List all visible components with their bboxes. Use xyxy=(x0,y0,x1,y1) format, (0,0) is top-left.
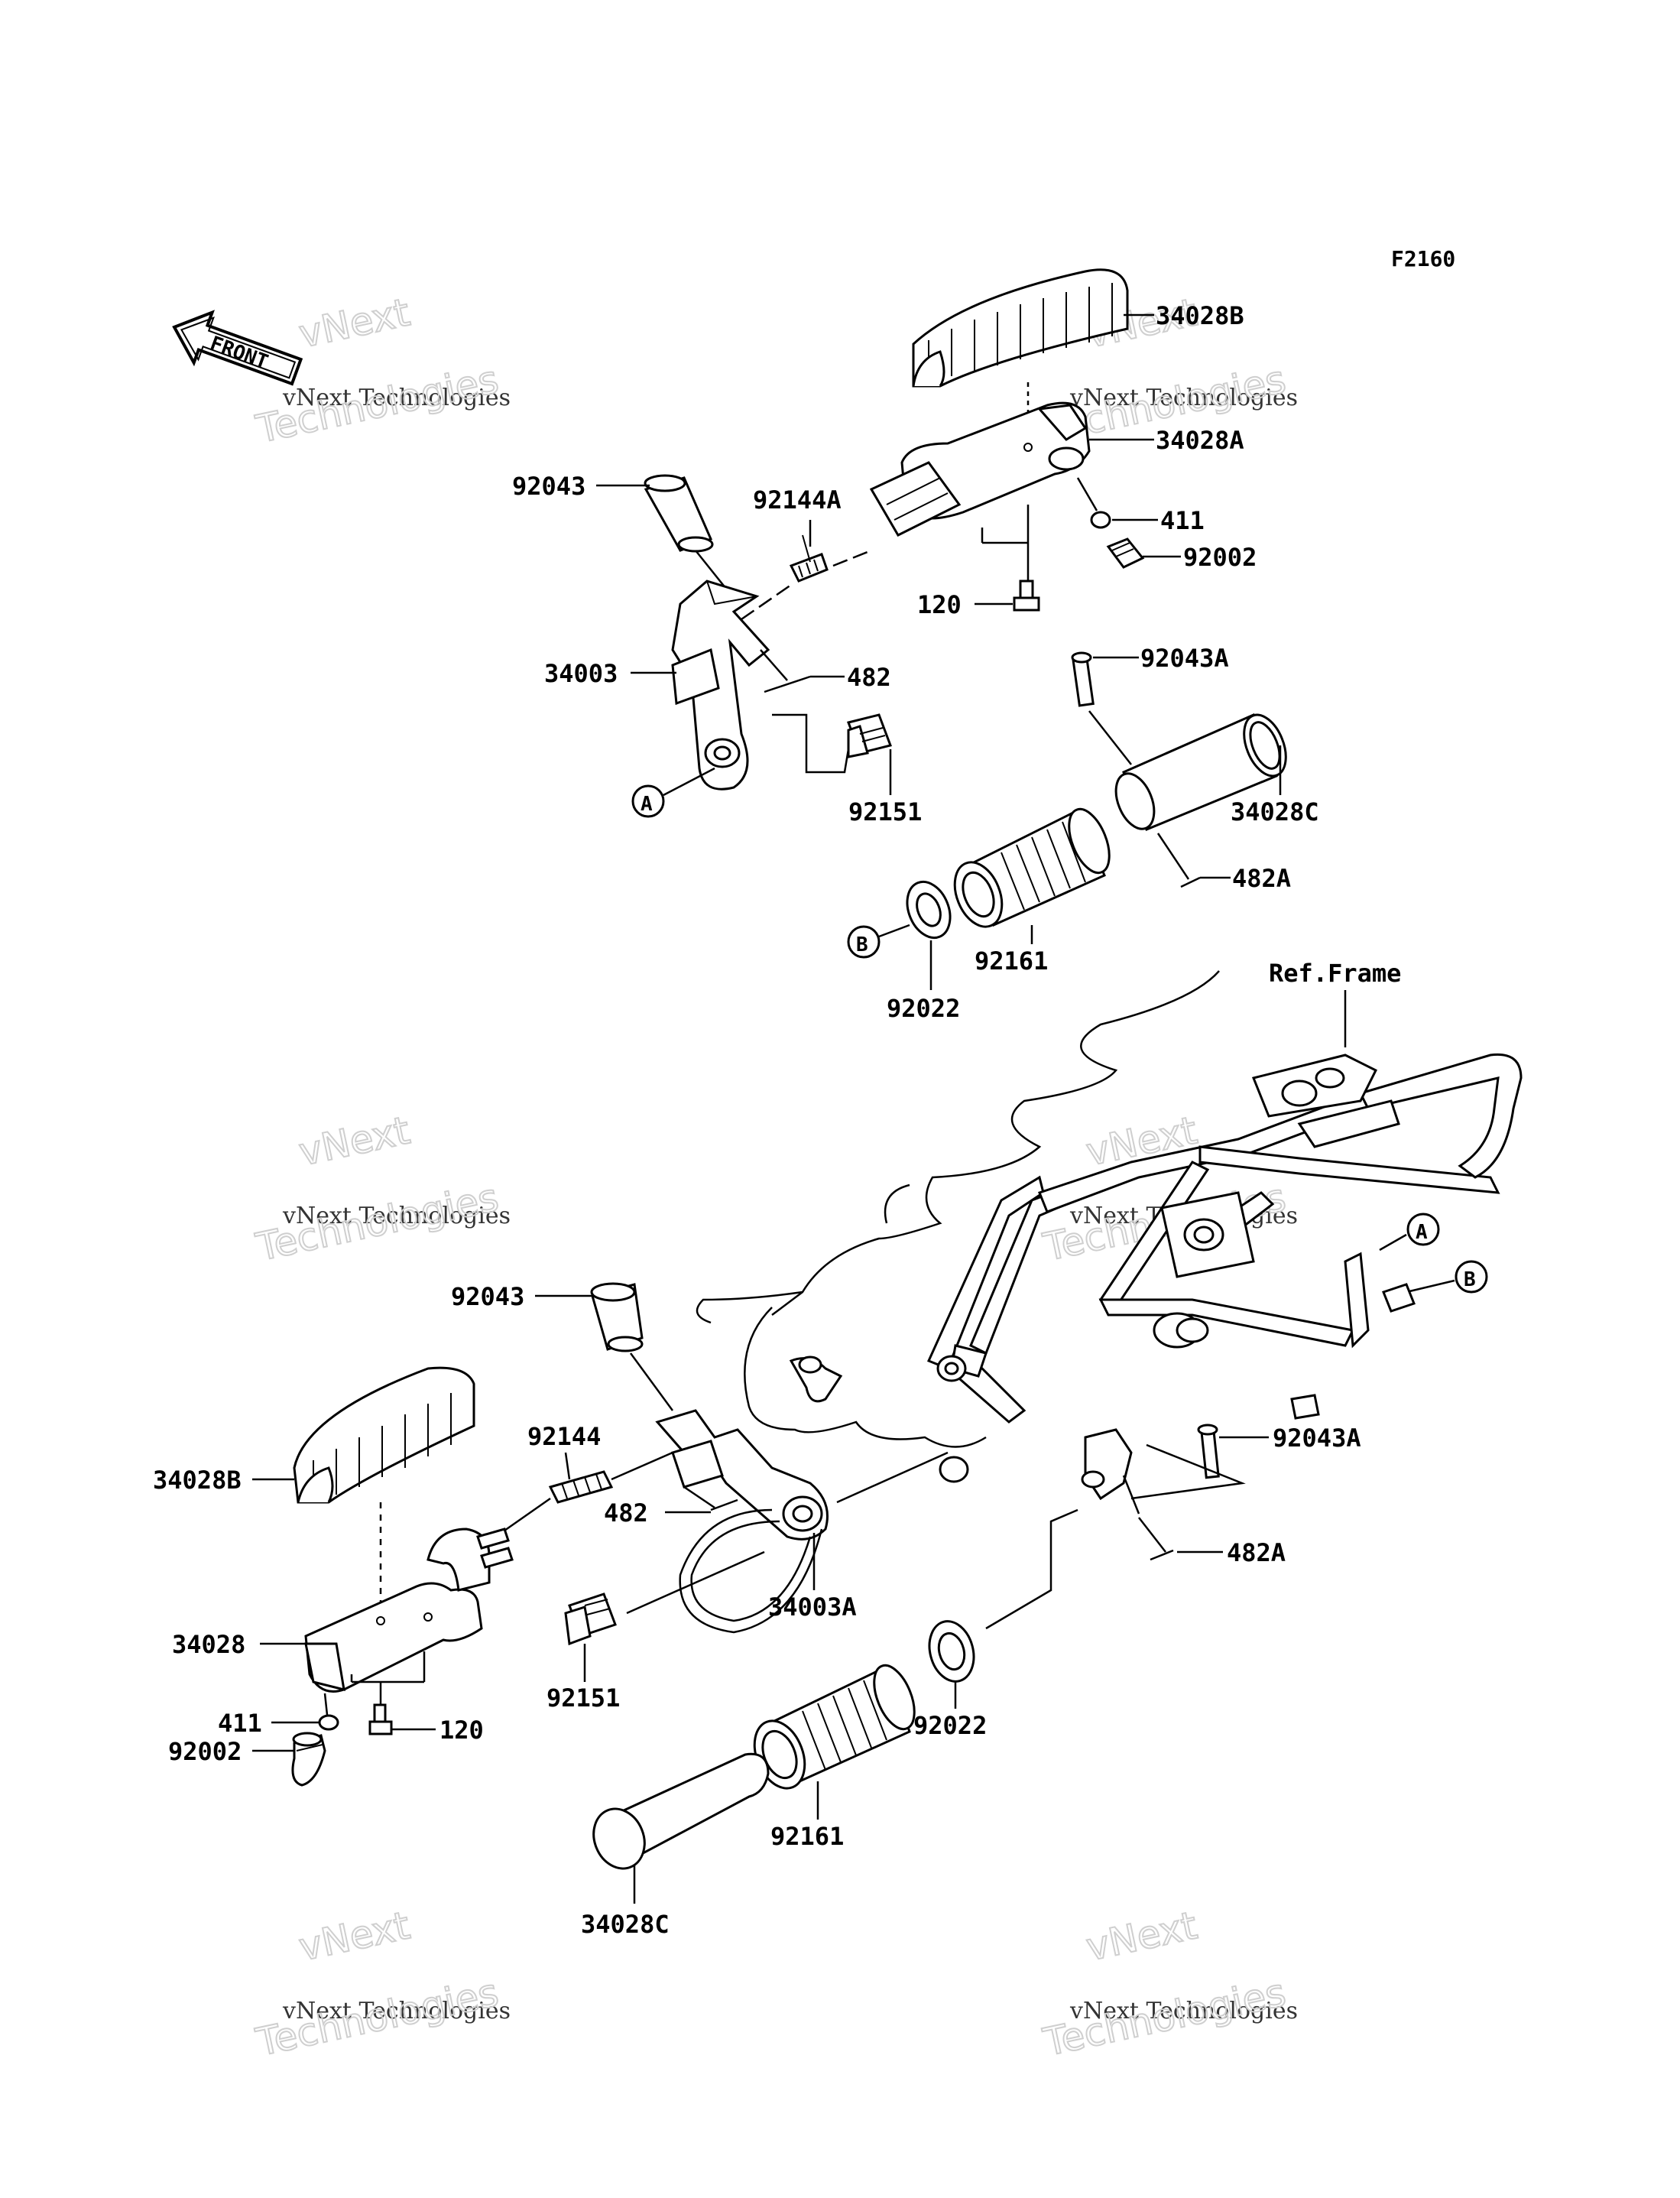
callout-B-frame-text: B xyxy=(1464,1268,1476,1291)
label-34003A-bottom: 34003A xyxy=(768,1592,857,1622)
part-92002-top xyxy=(1106,537,1145,569)
label-482-top: 482 xyxy=(847,663,891,692)
part-34028B-top xyxy=(912,268,1129,388)
label-92043-bottom: 92043 xyxy=(451,1282,524,1311)
watermark-line1: vNext xyxy=(295,290,414,356)
label-482-bottom: 482 xyxy=(604,1498,648,1528)
part-34003A-bottom xyxy=(655,1409,829,1634)
callout-A-frame xyxy=(1406,1213,1440,1246)
part-34028C-bottom xyxy=(592,1752,770,1870)
label-120-top: 120 xyxy=(917,590,962,619)
watermark-line3: Technologies xyxy=(1039,1970,1289,2065)
watermark-line2: vNext Technologies xyxy=(282,385,511,411)
figure-code: F2160 xyxy=(1391,246,1455,271)
watermark-line1: vNext xyxy=(295,1903,414,1969)
part-411-top xyxy=(1090,511,1111,529)
part-482-top xyxy=(764,675,811,693)
watermark-line2: vNext Technologies xyxy=(282,1998,511,2024)
label-482A-bottom: 482A xyxy=(1227,1538,1286,1567)
watermark-line2: vNext Technologies xyxy=(282,1203,511,1229)
watermark-bottom-left: vNext vNext Technologies Technologies xyxy=(251,1902,511,2066)
label-92022-bottom: 92022 xyxy=(913,1711,987,1740)
callout-B-top xyxy=(847,925,881,959)
part-92022-top xyxy=(906,880,952,940)
label-411-bottom: 411 xyxy=(218,1709,262,1738)
label-92161-bottom: 92161 xyxy=(770,1822,844,1851)
label-92144-bottom: 92144 xyxy=(527,1422,601,1451)
part-92144-bottom xyxy=(548,1470,614,1504)
label-92161-top: 92161 xyxy=(975,946,1048,976)
callout-B-top-text: B xyxy=(856,933,868,956)
part-92161-bottom xyxy=(753,1664,916,1790)
callout-A-frame-text: A xyxy=(1416,1221,1428,1244)
label-34003-top: 34003 xyxy=(544,659,618,688)
label-482A-top: 482A xyxy=(1232,864,1291,893)
label-92043-top: 92043 xyxy=(512,472,585,501)
part-120-bottom xyxy=(368,1703,393,1735)
frame-assembly: Ref.Frame xyxy=(696,959,1523,1515)
part-120-top xyxy=(1013,580,1040,612)
front-arrow-icon: FRONT xyxy=(172,310,303,386)
part-92151-top xyxy=(847,713,892,758)
watermark-middle-left: vNext vNext Technologies Technologies xyxy=(251,1107,511,1271)
part-92151-bottom xyxy=(564,1592,617,1646)
label-92043A-top: 92043A xyxy=(1140,644,1229,673)
part-92161-top xyxy=(953,807,1111,928)
part-34003-top xyxy=(671,580,770,791)
part-411-bottom xyxy=(318,1714,339,1731)
label-120-bottom: 120 xyxy=(439,1716,484,1745)
label-34028C-top: 34028C xyxy=(1231,797,1319,826)
callout-A-top-text: A xyxy=(641,793,653,816)
watermark-line3: Technologies xyxy=(252,1970,502,2065)
watermark-line2: vNext Technologies xyxy=(1069,1998,1298,2024)
watermark-bottom-right: vNext vNext Technologies Technologies xyxy=(1039,1902,1298,2066)
part-92002-bottom xyxy=(291,1732,326,1787)
label-92002-top: 92002 xyxy=(1183,543,1257,572)
part-34028-bottom xyxy=(304,1528,514,1693)
part-482-bottom xyxy=(710,1498,738,1511)
label-34028B-bottom: 34028B xyxy=(153,1466,242,1495)
label-92002-bottom: 92002 xyxy=(168,1737,242,1766)
ref-frame-label: Ref.Frame xyxy=(1269,959,1401,988)
part-92022-bottom xyxy=(928,1620,975,1683)
label-34028C-bottom: 34028C xyxy=(581,1910,670,1939)
label-34028B-top: 34028B xyxy=(1156,301,1244,330)
part-92043A-top xyxy=(1071,651,1095,707)
callout-B-frame xyxy=(1455,1260,1488,1294)
part-482A-top xyxy=(1180,876,1201,888)
part-34028C-top xyxy=(1114,713,1287,831)
watermark-line1: vNext xyxy=(295,1108,414,1174)
label-92022-top: 92022 xyxy=(887,994,960,1023)
part-482A-bottom xyxy=(1150,1549,1174,1561)
label-411-top: 411 xyxy=(1160,506,1205,535)
label-34028-bottom: 34028 xyxy=(172,1630,245,1659)
watermark-line1: vNext xyxy=(1082,1903,1201,1969)
top-assembly: 34028B 34028A 411 92002 xyxy=(512,268,1319,1023)
label-34028A-top: 34028A xyxy=(1156,426,1244,455)
label-92151-bottom: 92151 xyxy=(546,1683,620,1713)
part-92043-top xyxy=(644,474,714,553)
watermark-line2: vNext Technologies xyxy=(1069,385,1298,411)
label-92151-top: 92151 xyxy=(848,797,922,826)
part-34028B-bottom xyxy=(293,1366,475,1504)
bottom-assembly: 92043 34003A 92144 482 xyxy=(153,1282,1361,1939)
part-92043-bottom xyxy=(590,1282,644,1352)
part-92043A-bottom xyxy=(1197,1424,1220,1479)
label-92144A-top: 92144A xyxy=(753,485,842,515)
label-92043A-bottom: 92043A xyxy=(1273,1424,1361,1453)
watermark-line3: Technologies xyxy=(252,1175,502,1270)
callout-A-top xyxy=(631,784,665,818)
part-92144A-top xyxy=(789,534,829,583)
